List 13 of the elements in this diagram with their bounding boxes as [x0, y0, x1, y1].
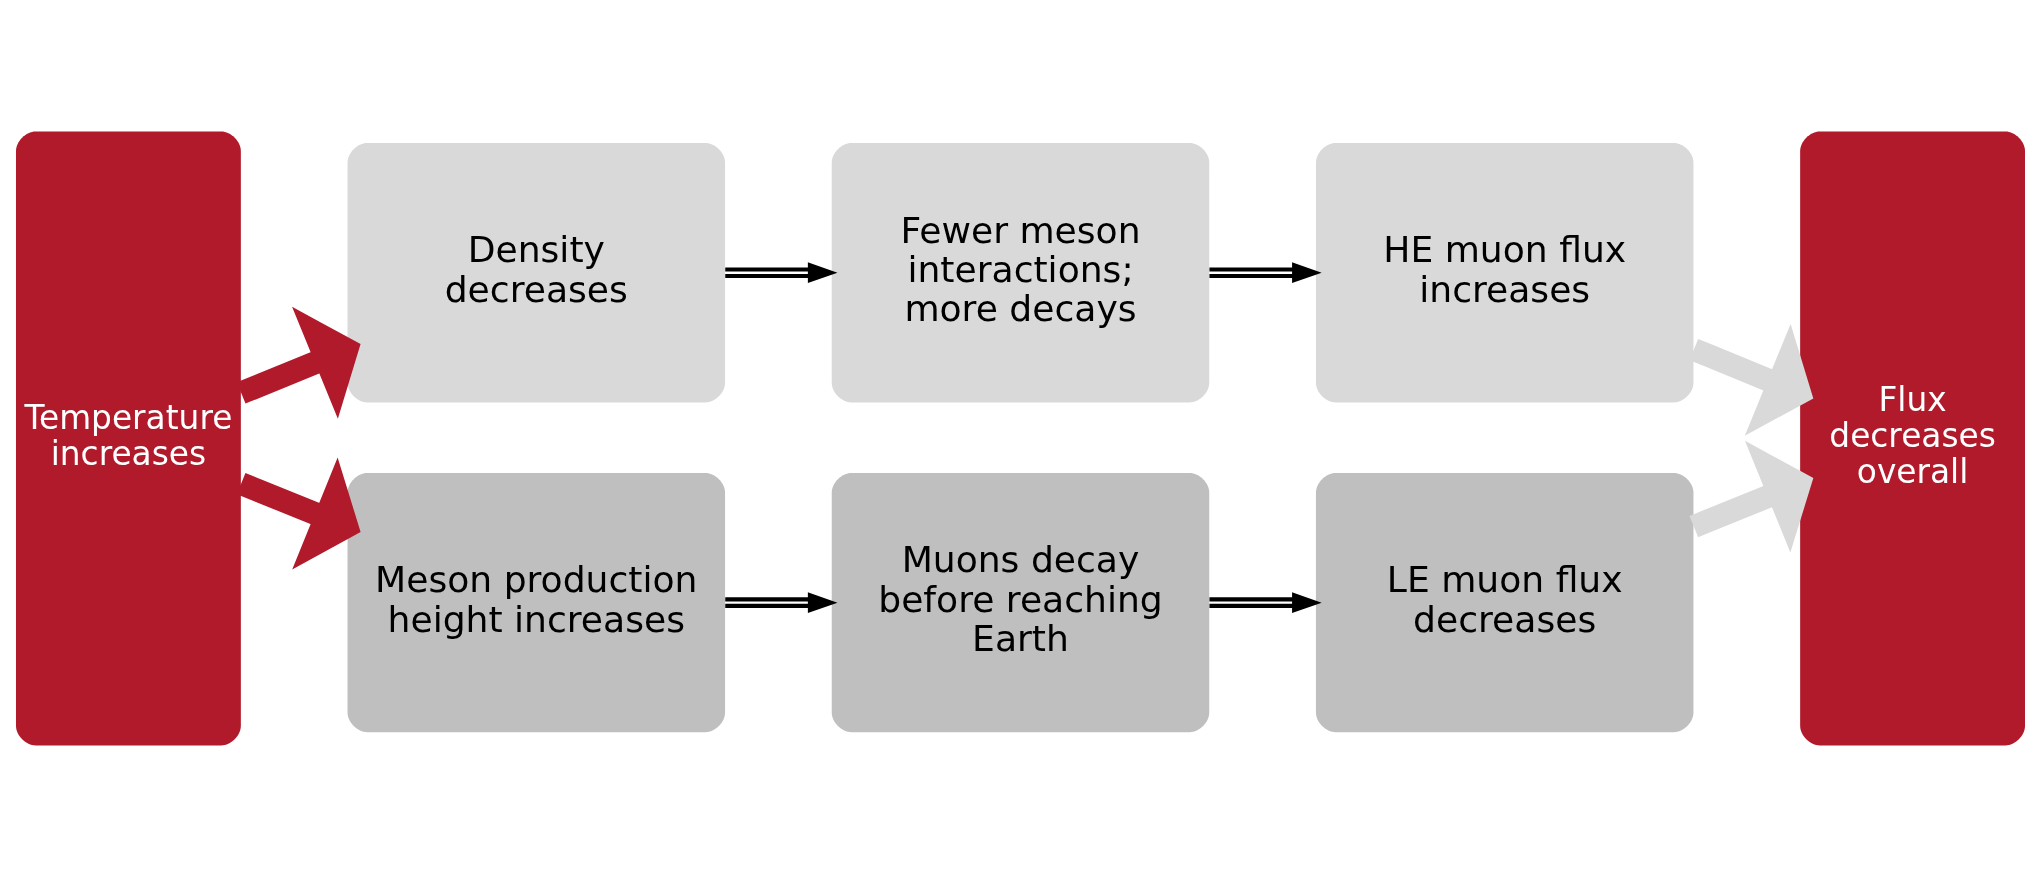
node-box: Meson production height increases	[347, 472, 726, 733]
node-box: Muons decay before reaching Earth	[831, 472, 1210, 733]
arrow	[1689, 440, 1814, 553]
arrow	[1209, 262, 1322, 284]
node-box: LE muon flux decreases	[1315, 472, 1694, 733]
arrow	[725, 592, 838, 613]
arrow	[725, 262, 838, 284]
arrow	[1209, 592, 1322, 613]
node-box: Fewer meson interactions; more decays	[831, 143, 1210, 403]
node-box: Flux decreases overall	[1800, 131, 2025, 746]
node-box: HE muon flux increases	[1315, 143, 1694, 403]
node-box: Temperature increases	[16, 131, 241, 746]
node-box: Density decreases	[347, 143, 726, 403]
